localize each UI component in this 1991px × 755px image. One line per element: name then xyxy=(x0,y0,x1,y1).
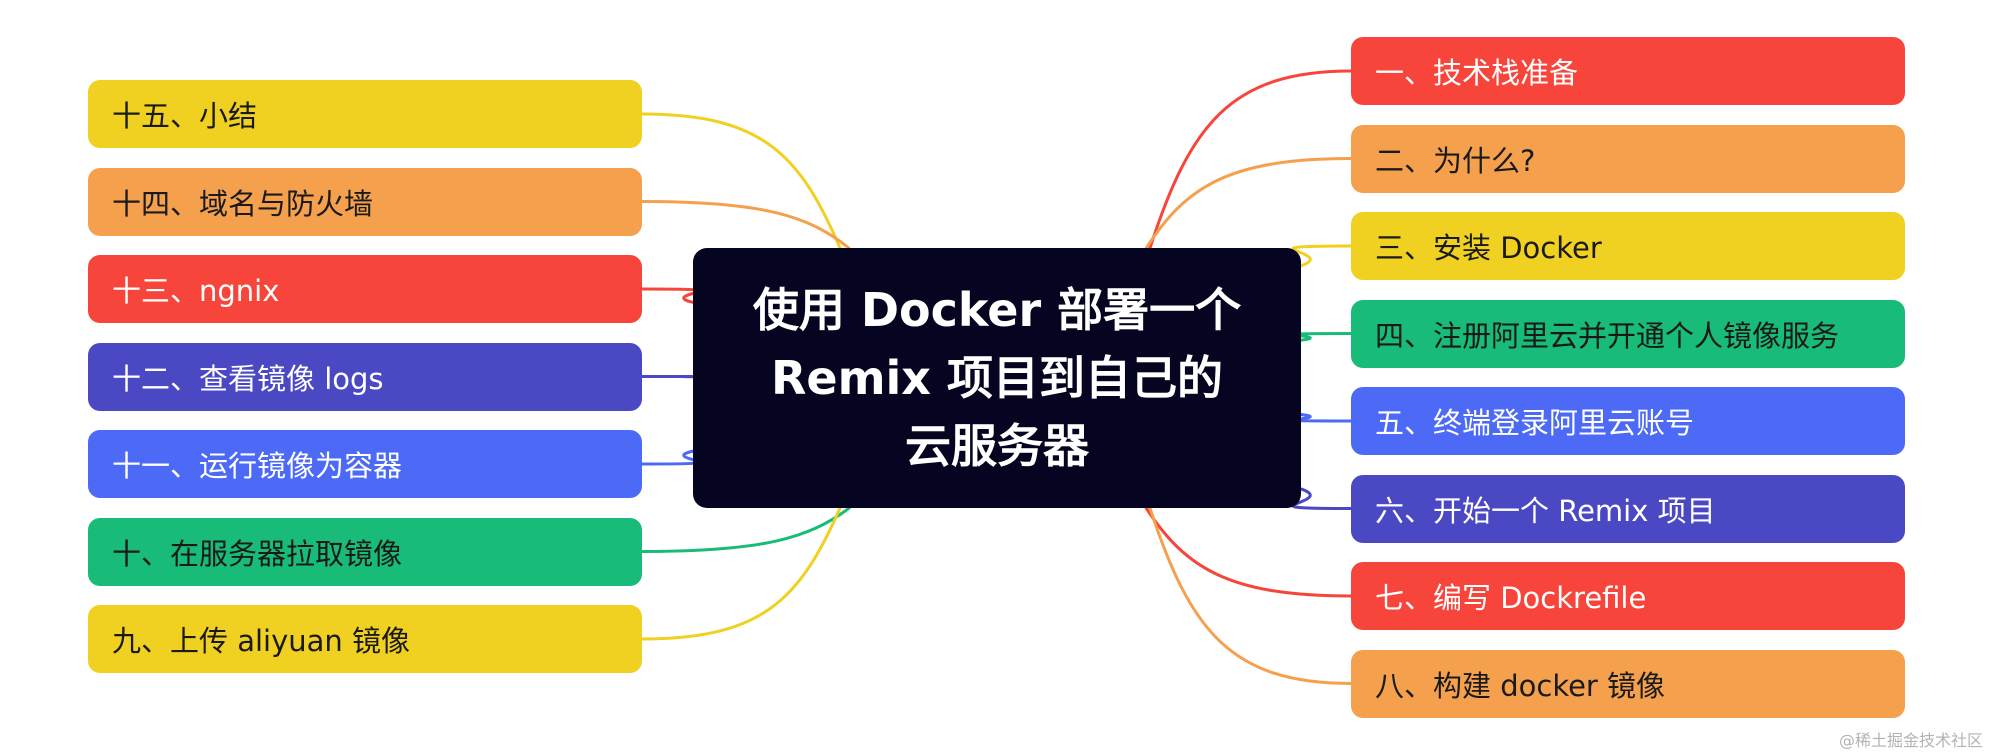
topic-node-right-6[interactable]: 六、开始一个 Remix 项目 xyxy=(1351,474,1905,543)
topic-node-label: 七、编写 Dockrefile xyxy=(1375,581,1647,615)
topic-node-label: 六、开始一个 Remix 项目 xyxy=(1375,493,1716,528)
topic-node-label: 五、终端登录阿里云账号 xyxy=(1375,406,1695,440)
topic-node-label: 九、上传 aliyuan 镜像 xyxy=(112,624,411,658)
topic-node-right-2[interactable]: 二、为什么? xyxy=(1351,124,1905,193)
connector-left-7 xyxy=(640,506,842,641)
topic-node-left-4[interactable]: 十二、查看镜像 logs xyxy=(88,342,642,411)
topic-node-left-2[interactable]: 十四、域名与防火墙 xyxy=(88,167,642,236)
topic-node-right-5[interactable]: 五、终端登录阿里云账号 xyxy=(1351,387,1905,455)
topic-node-label: 十一、运行镜像为容器 xyxy=(112,449,403,483)
topic-node-right-3[interactable]: 三、安装 Docker xyxy=(1351,212,1905,280)
topic-node-right-8[interactable]: 八、构建 docker 镜像 xyxy=(1351,649,1905,718)
connector-left-5 xyxy=(640,449,702,466)
connector-right-8 xyxy=(1148,506,1353,685)
topic-node-label: 一、技术栈准备 xyxy=(1375,56,1579,90)
topic-node-label: 三、安装 Docker xyxy=(1375,231,1602,265)
topic-node-label: 十三、ngnix xyxy=(112,274,280,308)
topic-node-right-7[interactable]: 七、编写 Dockrefile xyxy=(1351,562,1905,630)
connector-right-7 xyxy=(1144,506,1353,598)
watermark: @稀土掘金技术社区 xyxy=(1838,731,1983,750)
central-topic-line-1: 使用 Docker 部署一个 xyxy=(752,283,1242,337)
connector-left-3 xyxy=(640,287,702,304)
topic-node-label: 八、构建 docker 镜像 xyxy=(1375,668,1666,703)
central-topic-line-3: 云服务器 xyxy=(904,419,1089,473)
connector-left-1 xyxy=(640,112,842,250)
topic-node-left-3[interactable]: 十三、ngnix xyxy=(88,255,642,323)
connector-right-1 xyxy=(1148,69,1353,250)
topic-node-label: 十四、域名与防火墙 xyxy=(112,186,374,221)
connector-right-6 xyxy=(1291,487,1353,510)
topic-node-right-1[interactable]: 一、技术栈准备 xyxy=(1351,37,1905,105)
topic-node-left-1[interactable]: 十五、小结 xyxy=(88,80,642,148)
topic-node-left-7[interactable]: 九、上传 aliyuan 镜像 xyxy=(88,605,642,673)
central-topic[interactable]: 使用 Docker 部署一个 Remix 项目到自己的 云服务器 xyxy=(693,248,1301,508)
connector-right-2 xyxy=(1144,157,1353,250)
topic-node-left-5[interactable]: 十一、运行镜像为容器 xyxy=(88,430,642,498)
connector-right-4 xyxy=(1291,332,1353,342)
connector-left-6 xyxy=(640,506,851,553)
topic-node-label: 二、为什么? xyxy=(1375,143,1536,178)
topic-node-right-4[interactable]: 四、注册阿里云并开通个人镜像服务 xyxy=(1351,299,1905,368)
topic-node-label: 十二、查看镜像 logs xyxy=(112,361,384,396)
topic-node-label: 四、注册阿里云并开通个人镜像服务 xyxy=(1375,318,1840,353)
topic-node-label: 十五、小结 xyxy=(112,99,258,133)
connector-right-3 xyxy=(1291,244,1353,268)
connector-right-5 xyxy=(1291,413,1353,423)
connector-left-2 xyxy=(640,200,851,250)
central-topic-line-2: Remix 项目到自己的 xyxy=(770,351,1223,405)
topic-node-left-6[interactable]: 十、在服务器拉取镜像 xyxy=(88,517,642,586)
topic-node-label: 十、在服务器拉取镜像 xyxy=(112,536,403,571)
